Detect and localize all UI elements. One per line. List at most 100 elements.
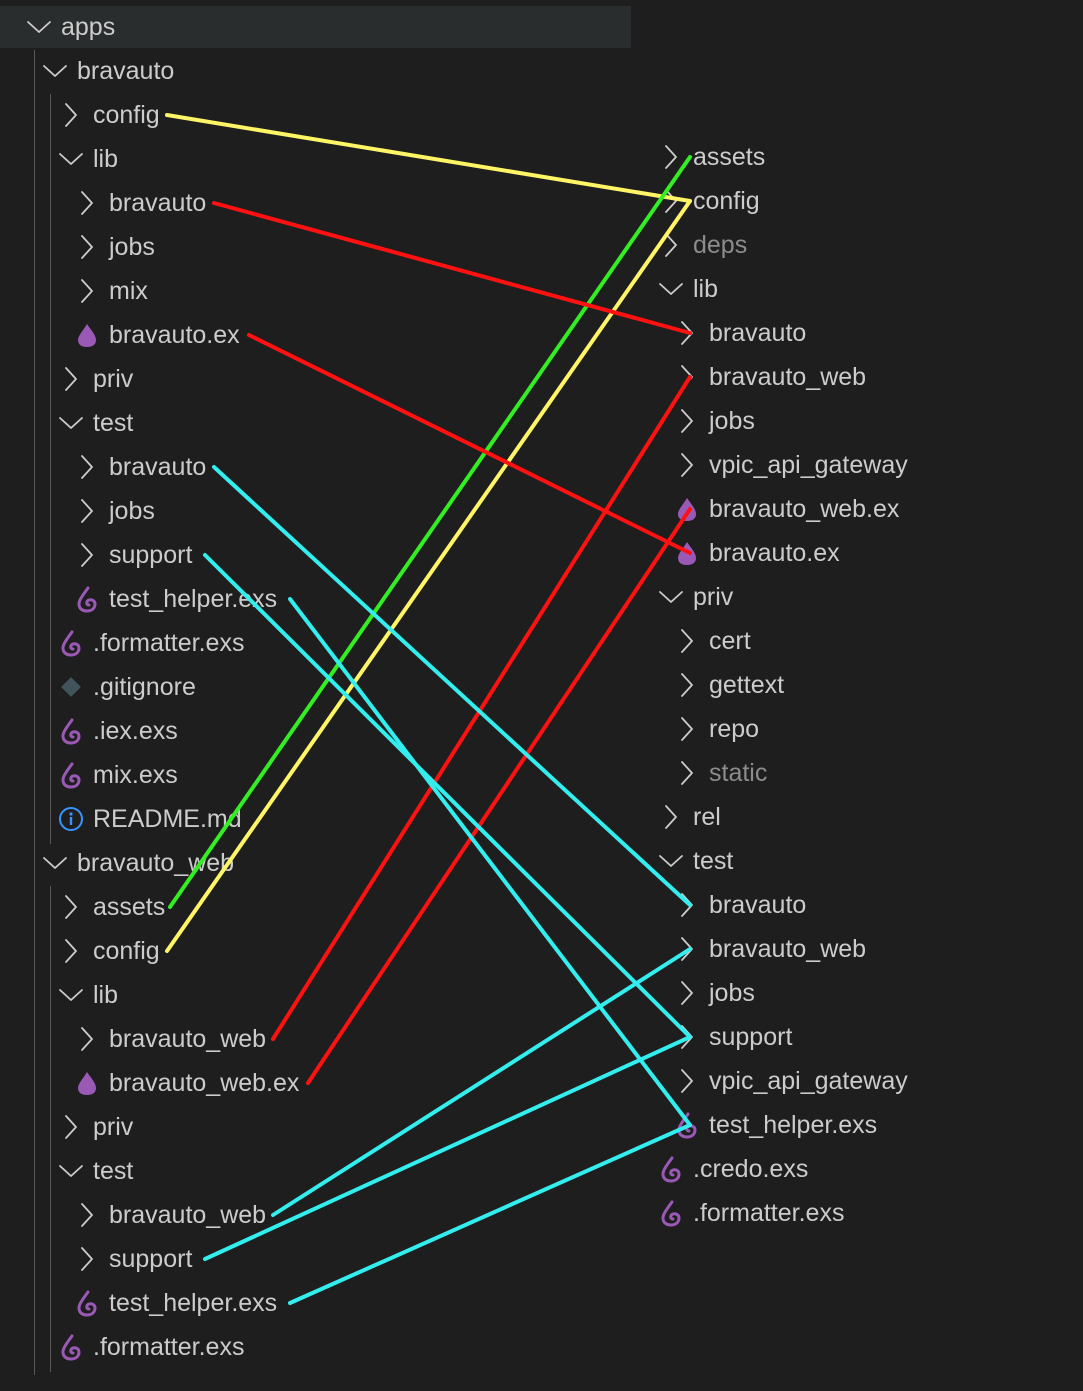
right-tree-item-config[interactable]: config	[658, 179, 760, 223]
right-tree-item-formatter-exs[interactable]: .formatter.exs	[658, 1191, 844, 1235]
chevron-right-icon	[74, 542, 100, 568]
right-tree-item-vpic-api-gateway[interactable]: vpic_api_gateway	[674, 443, 908, 487]
right-tree-item-static[interactable]: static	[674, 751, 767, 795]
connection-line	[165, 113, 692, 203]
left-tree-item-priv[interactable]: priv	[58, 357, 133, 401]
left-tree-item-jobs[interactable]: jobs	[74, 489, 155, 533]
right-tree-item-priv[interactable]: priv	[658, 575, 733, 619]
elixir-drop-icon	[674, 540, 700, 566]
elixir-script-icon	[658, 1200, 684, 1227]
connection-line	[212, 465, 692, 907]
left-tree-item-priv[interactable]: priv	[58, 1105, 133, 1149]
tree-item-label: jobs	[709, 978, 755, 1007]
right-tree-item-bravauto[interactable]: bravauto	[674, 883, 806, 927]
left-tree-item-mix[interactable]: mix	[74, 269, 148, 313]
left-tree-item-config[interactable]: config	[58, 93, 160, 137]
left-tree-item-test[interactable]: test	[58, 1149, 133, 1193]
left-tree-item-iex-exs[interactable]: .iex.exs	[58, 709, 178, 753]
left-tree-item-bravauto-web[interactable]: bravauto_web	[74, 1017, 266, 1061]
chevron-right-icon	[674, 320, 700, 346]
chevron-right-icon	[674, 672, 700, 698]
left-tree-item-bravauto[interactable]: bravauto	[74, 445, 206, 489]
left-tree-item-formatter-exs[interactable]: .formatter.exs	[58, 621, 244, 665]
tree-item-label: bravauto.ex	[109, 320, 240, 349]
chevron-down-icon	[658, 276, 684, 302]
left-tree-item-bravauto-web[interactable]: bravauto_web	[74, 1193, 266, 1237]
tree-item-label: bravauto	[709, 890, 807, 919]
chevron-right-icon	[58, 366, 84, 392]
left-tree-item-apps[interactable]: apps	[26, 5, 115, 49]
chevron-right-icon	[674, 716, 700, 742]
right-tree-item-jobs[interactable]: jobs	[674, 399, 755, 443]
elixir-script-icon	[58, 762, 84, 789]
right-tree-item-vpic-api-gateway[interactable]: vpic_api_gateway	[674, 1059, 908, 1103]
chevron-right-icon	[58, 1114, 84, 1140]
right-tree-item-deps[interactable]: deps	[658, 223, 747, 267]
left-tree-item-support[interactable]: support	[74, 533, 192, 577]
tree-item-label: bravauto	[709, 318, 807, 347]
elixir-drop-icon	[74, 322, 100, 348]
right-tree-item-repo[interactable]: repo	[674, 707, 759, 751]
tree-item-label: bravauto_web	[709, 934, 867, 963]
left-tree-item-config[interactable]: config	[58, 929, 160, 973]
chevron-right-icon	[74, 1202, 100, 1228]
left-tree-item-gitignore[interactable]: .gitignore	[58, 665, 196, 709]
right-tree-item-support[interactable]: support	[674, 1015, 792, 1059]
right-tree-item-credo-exs[interactable]: .credo.exs	[658, 1147, 808, 1191]
right-tree-item-bravauto-web-ex[interactable]: bravauto_web.ex	[674, 487, 899, 531]
right-tree-item-test-helper-exs[interactable]: test_helper.exs	[674, 1103, 877, 1147]
tree-item-label: support	[709, 1022, 793, 1051]
chevron-right-icon	[674, 1024, 700, 1050]
left-tree-item-support[interactable]: support	[74, 1237, 192, 1281]
tree-item-label: cert	[709, 626, 751, 655]
tree-item-label: mix.exs	[93, 760, 178, 789]
left-tree-item-readme-md[interactable]: README.md	[58, 797, 242, 841]
left-tree-item-bravauto[interactable]: bravauto	[42, 49, 174, 93]
tree-item-label: deps	[693, 230, 748, 259]
chevron-down-icon	[58, 410, 84, 436]
left-tree-item-mix-exs[interactable]: mix.exs	[58, 753, 178, 797]
tree-item-label: config	[93, 100, 160, 129]
left-tree-item-bravauto-ex[interactable]: bravauto.ex	[74, 313, 240, 357]
right-tree-item-test[interactable]: test	[658, 839, 733, 883]
elixir-script-icon	[658, 1156, 684, 1183]
right-tree-item-rel[interactable]: rel	[658, 795, 721, 839]
right-tree-item-bravauto-web[interactable]: bravauto_web	[674, 355, 866, 399]
left-tree-item-jobs[interactable]: jobs	[74, 225, 155, 269]
tree-item-label: lib	[693, 274, 719, 303]
connection-line	[203, 553, 692, 1039]
left-tree-item-bravauto[interactable]: bravauto	[74, 181, 206, 225]
tree-item-label: priv	[93, 364, 134, 393]
right-tree-item-assets[interactable]: assets	[658, 135, 765, 179]
elixir-drop-icon	[74, 1070, 100, 1096]
right-tree-item-jobs[interactable]: jobs	[674, 971, 755, 1015]
left-tree-item-formatter-exs[interactable]: .formatter.exs	[58, 1325, 244, 1369]
tree-item-label: assets	[93, 892, 166, 921]
chevron-down-icon	[42, 58, 68, 84]
tree-item-label: static	[709, 758, 768, 787]
chevron-right-icon	[658, 188, 684, 214]
right-tree-item-cert[interactable]: cert	[674, 619, 751, 663]
left-tree-item-test[interactable]: test	[58, 401, 133, 445]
tree-item-label: test_helper.exs	[109, 584, 278, 613]
tree-item-label: priv	[93, 1112, 134, 1141]
elixir-drop-icon	[674, 496, 700, 522]
tree-item-label: jobs	[709, 406, 755, 435]
tree-item-label: support	[109, 1244, 193, 1273]
elixir-script-icon	[674, 1112, 700, 1139]
left-tree-item-lib[interactable]: lib	[58, 973, 118, 1017]
left-tree-item-bravauto-web[interactable]: bravauto_web	[42, 841, 234, 885]
left-tree-item-test-helper-exs[interactable]: test_helper.exs	[74, 1281, 277, 1325]
chevron-right-icon	[74, 1246, 100, 1272]
left-tree-item-test-helper-exs[interactable]: test_helper.exs	[74, 577, 277, 621]
right-tree-item-gettext[interactable]: gettext	[674, 663, 784, 707]
indent-guide-bravauto	[50, 94, 51, 844]
right-tree-item-lib[interactable]: lib	[658, 267, 718, 311]
right-tree-item-bravauto-web[interactable]: bravauto_web	[674, 927, 866, 971]
left-tree-item-bravauto-web-ex[interactable]: bravauto_web.ex	[74, 1061, 299, 1105]
right-tree-item-bravauto[interactable]: bravauto	[674, 311, 806, 355]
chevron-right-icon	[74, 190, 100, 216]
left-tree-item-lib[interactable]: lib	[58, 137, 118, 181]
right-tree-item-bravauto-ex[interactable]: bravauto.ex	[674, 531, 840, 575]
left-tree-item-assets[interactable]: assets	[58, 885, 165, 929]
